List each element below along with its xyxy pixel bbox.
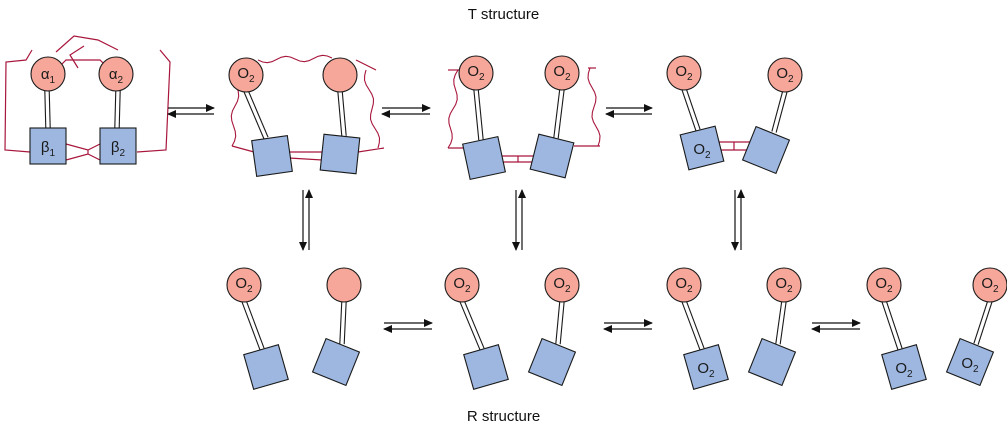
- bond-t3-1: [473, 88, 484, 141]
- bond-r2-1: [459, 299, 485, 351]
- salt-bridge-outer-right: [136, 49, 171, 153]
- beta-label-1: β1: [41, 139, 56, 159]
- beta-subunit-t4-1: O2: [679, 125, 725, 171]
- o2-label: O2: [675, 63, 693, 83]
- alpha-subunit-t3-1: [458, 55, 494, 91]
- alpha-subunit-t4-2: [767, 57, 803, 93]
- equilibrium-arrow-r3-r4: [811, 319, 861, 333]
- alpha-subunit-r3-2: [766, 267, 802, 303]
- bond-t4-1: [681, 88, 701, 131]
- beta-subunit-r4-1: O2: [881, 344, 927, 390]
- alpha-subunit-r4-1: [866, 267, 902, 303]
- beta-subunit-t3-2: [529, 133, 575, 179]
- salt-bridge-link-t2-4: [288, 151, 323, 161]
- salt-bridge-t2-1: [363, 69, 381, 149]
- r-structure-title: R structure: [466, 408, 541, 425]
- alpha-label-1: α1: [41, 66, 56, 86]
- equilibrium-arrow-r2-r3: [603, 319, 653, 333]
- beta-subunit-t4-2: [741, 125, 791, 175]
- equilibrium-arrow-t1-t2: [167, 104, 215, 118]
- equilibrium-arrow-t2-r1: [299, 189, 313, 251]
- bond-r2-2: [555, 300, 565, 345]
- o2-label: O2: [981, 275, 999, 295]
- bond-r3-1: [681, 300, 705, 350]
- equilibrium-arrow-t4-r3: [731, 189, 745, 251]
- o2-label: O2: [697, 360, 715, 380]
- salt-bridge-t3-0: [447, 69, 459, 149]
- bond-r4-1: [881, 300, 903, 350]
- salt-bridge-beta-beta: [65, 143, 101, 161]
- salt-bridge-link-t4-0: [718, 141, 750, 151]
- beta-subunit-t2-1: [251, 135, 293, 177]
- alpha-subunit-r1-2: [326, 267, 362, 303]
- alpha-label-2: α2: [109, 66, 124, 86]
- salt-bridge-t3-1: [587, 67, 601, 147]
- beta-subunit-t1-1: [29, 127, 67, 165]
- salt-bridge-t2-2: [257, 54, 333, 64]
- bond-t2-1: [243, 89, 269, 140]
- salt-bridge-link-t2-1: [231, 145, 255, 153]
- bond-t3-2: [553, 88, 565, 139]
- beta-subunit-r2-1: [463, 344, 509, 390]
- alpha-subunit-r2-2: [544, 267, 580, 303]
- bond-r4-2: [973, 300, 993, 345]
- beta-subunit-r1-2: [311, 337, 361, 387]
- o2-label: O2: [776, 65, 794, 85]
- salt-bridge-link-t2-3: [357, 147, 385, 153]
- equilibrium-arrow-t3-r2: [512, 189, 526, 251]
- beta-subunit-t1-2: [99, 127, 137, 165]
- equilibrium-arrow-r1-r2: [383, 319, 433, 333]
- o2-label: O2: [453, 275, 471, 295]
- alpha-subunit-t3-2: [544, 55, 580, 91]
- salt-bridge-inner: [69, 45, 85, 69]
- o2-label: O2: [775, 275, 793, 295]
- o2-label: O2: [895, 360, 913, 380]
- salt-bridge-outer-left: [4, 49, 33, 153]
- alpha-subunit-t1-1: [30, 56, 66, 92]
- bond-t4-2: [771, 90, 788, 133]
- o2-label: O2: [237, 65, 255, 85]
- alpha-subunit-r2-1: [444, 267, 480, 303]
- equilibrium-arrow-t2-t3: [381, 104, 431, 118]
- beta-subunit-r3-2: [747, 337, 797, 387]
- bond-t1-1: [44, 89, 51, 129]
- o2-label: O2: [693, 141, 711, 161]
- o2-label: O2: [961, 355, 979, 375]
- bond-r1-2: [339, 300, 347, 345]
- bond-t1-2: [114, 89, 121, 129]
- beta-subunit-t3-1: [461, 135, 507, 181]
- beta-subunit-r2-2: [527, 337, 577, 387]
- salt-bridge-link-t3-4: [500, 155, 536, 163]
- o2-label: O2: [875, 275, 893, 295]
- beta-subunit-r3-1: O2: [683, 344, 729, 390]
- bond-r1-1: [241, 300, 265, 350]
- o2-label: O2: [467, 63, 485, 83]
- beta-subunit-t2-2: [319, 133, 361, 175]
- equilibrium-arrow-t3-t4: [605, 104, 653, 118]
- alpha-subunit-r3-1: [666, 267, 702, 303]
- salt-bridge-link-t2-2: [355, 59, 377, 71]
- alpha-subunit-r4-2: [972, 267, 1007, 303]
- bond-t2-2: [337, 90, 347, 137]
- alpha-subunit-r1-1: [226, 267, 262, 303]
- alpha-subunit-t2-2: [322, 57, 358, 93]
- beta-subunit-r1-1: [243, 344, 289, 390]
- o2-label: O2: [553, 275, 571, 295]
- t-structure-title: T structure: [467, 6, 540, 23]
- beta-subunit-r4-2: O2: [945, 337, 995, 387]
- alpha-subunit-t1-2: [98, 56, 134, 92]
- alpha-subunit-t2-1: [228, 57, 264, 93]
- salt-bridge-alpha-alpha-upper: [55, 35, 119, 53]
- bond-r3-2: [775, 300, 787, 345]
- o2-label: O2: [675, 275, 693, 295]
- beta-label-2: β2: [111, 139, 126, 159]
- o2-label: O2: [235, 275, 253, 295]
- alpha-subunit-t4-1: [666, 55, 702, 91]
- o2-label: O2: [553, 63, 571, 83]
